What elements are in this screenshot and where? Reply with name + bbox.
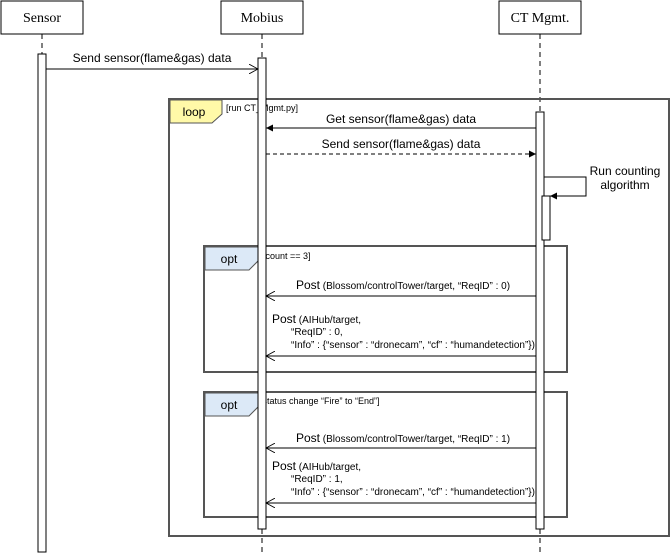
message-label-args: (Blossom/controlTower/target, “ReqID” : … [320, 434, 510, 445]
opt-2-tag-box [204, 392, 259, 417]
message-label: Post (Blossom/controlTower/target, “ReqI… [296, 278, 510, 292]
loop-tag-label: loop [183, 105, 206, 119]
message-send-sensor-data: Send sensor(flame&gas) data [46, 51, 258, 69]
participant-sensor-label: Sensor [23, 11, 61, 26]
activation-ctmgmt-nested [541, 195, 551, 241]
message-label: Send sensor(flame&gas) data [322, 137, 481, 151]
activation-mobius [257, 57, 267, 530]
message-arrow [544, 176, 587, 200]
message-label-line2: algorithm [600, 178, 649, 192]
participant-ctmgmt-label: CT Mgmt. [511, 11, 570, 26]
message-label-args: (AIHub/target, [296, 462, 361, 473]
message-label-line3: “Info” : {“sensor” : “dronecam”, “cf” : … [291, 340, 535, 351]
message-get-sensor-data: Get sensor(flame&gas) data [266, 112, 536, 132]
message-label: Send sensor(flame&gas) data [73, 51, 232, 65]
message-label: Get sensor(flame&gas) data [326, 112, 476, 126]
message-label-line1: Run counting [590, 164, 661, 178]
activation-ctmgmt [535, 111, 545, 530]
message-label-line2: “ReqID” : 1, [291, 474, 343, 485]
message-label-head: Post [296, 431, 321, 445]
message-post-blossom-0: Post (Blossom/controlTower/target, “ReqI… [266, 278, 536, 296]
message-post-aihub-1: Post (AIHub/target, “ReqID” : 1, “Info” … [266, 459, 536, 503]
message-label-line3: “Info” : {“sensor” : “dronecam”, “cf” : … [291, 487, 535, 498]
opt-2-tag-label: opt [221, 398, 238, 412]
participant-mobius: Mobius [220, 0, 304, 35]
message-label-line1: Post (AIHub/target, [272, 459, 361, 473]
message-post-aihub-0: Post (AIHub/target, “ReqID” : 0, “Info” … [266, 312, 536, 356]
opt-frame-2: opt [status change “Fire” to “End”] [203, 391, 568, 518]
message-label-args: (Blossom/controlTower/target, “ReqID” : … [320, 281, 510, 292]
opt-1-guard: [count == 3] [263, 251, 311, 261]
opt-1-tag-box [204, 246, 259, 271]
participant-ctmgmt: CT Mgmt. [498, 0, 582, 35]
message-label-head: Post [272, 459, 297, 473]
opt-frame-1: opt [count == 3] [203, 245, 568, 373]
message-return-sensor-data: Send sensor(flame&gas) data [266, 137, 536, 158]
message-label-head: Post [296, 278, 321, 292]
message-label: Post (Blossom/controlTower/target, “ReqI… [296, 431, 510, 445]
message-label-head: Post [272, 312, 297, 326]
participant-mobius-label: Mobius [241, 11, 284, 26]
message-run-counting: Run counting algorithm [544, 164, 661, 200]
opt-2-guard: [status change “Fire” to “End”] [260, 396, 380, 406]
message-label-args: (AIHub/target, [296, 315, 361, 326]
message-post-blossom-1: Post (Blossom/controlTower/target, “ReqI… [266, 431, 536, 448]
message-label-line2: “ReqID” : 0, [291, 327, 343, 338]
participant-sensor: Sensor [0, 0, 84, 35]
message-label-line1: Post (AIHub/target, [272, 312, 361, 326]
opt-1-tag-label: opt [221, 252, 238, 266]
loop-tag-box [169, 99, 223, 124]
activation-sensor [37, 53, 47, 553]
